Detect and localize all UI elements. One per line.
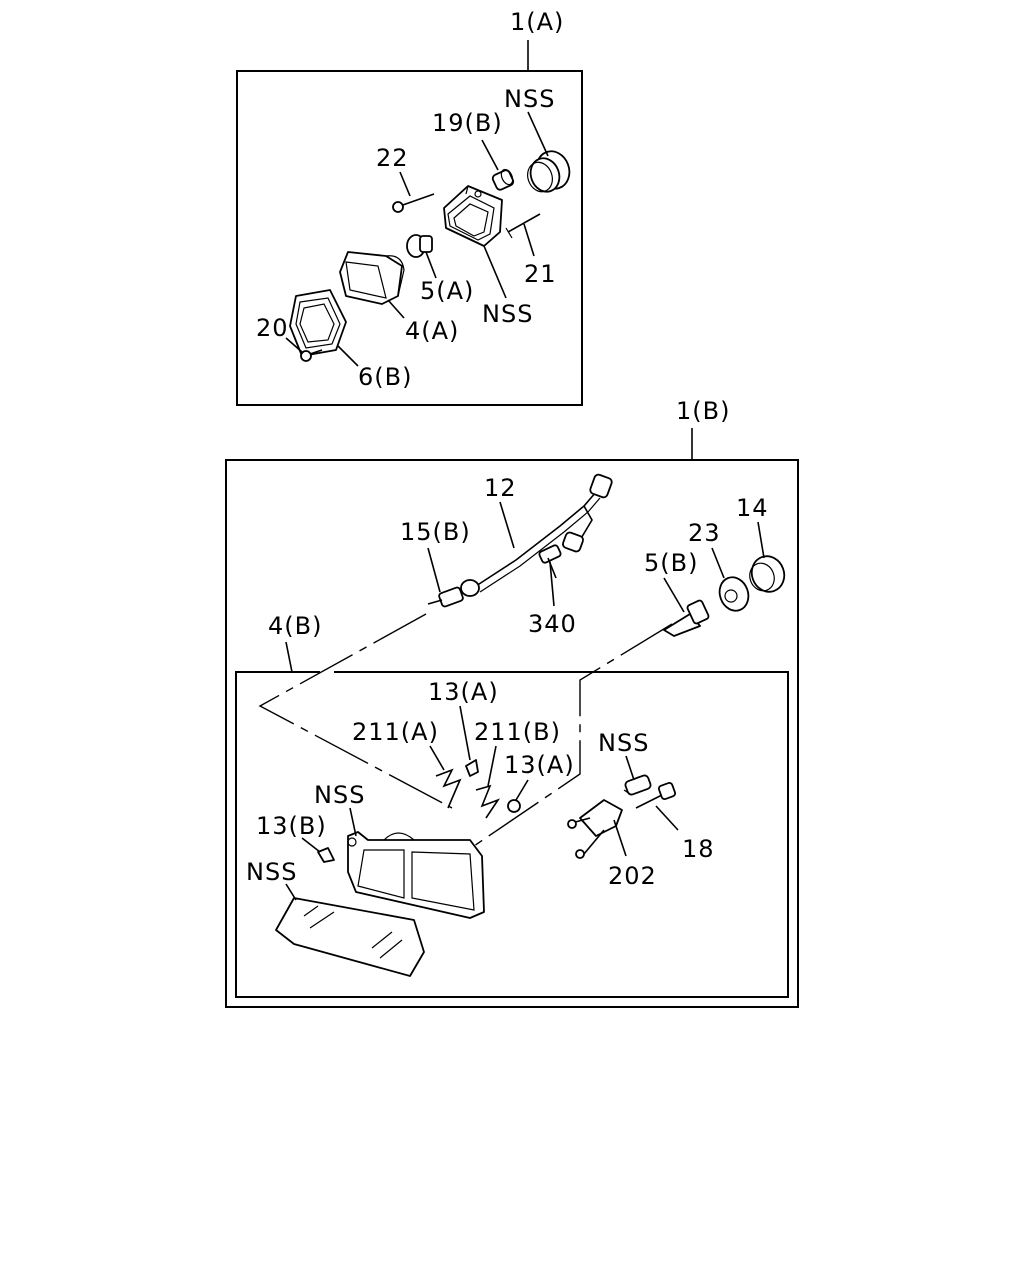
- bolt-18-part: [635, 781, 677, 809]
- leader-20: [285, 337, 303, 353]
- leader-211b: [487, 745, 497, 787]
- clip-13b-part: [317, 847, 335, 863]
- leader-nss-lens: [285, 883, 297, 901]
- assembly-1b-group: 1(B) 12 15(B) 340: [225, 397, 799, 1008]
- clip-13a-upper-part: [465, 759, 479, 777]
- seal-14-part: [749, 555, 786, 593]
- label-15b: 15(B): [400, 518, 471, 546]
- leader-nss-bolt: [625, 755, 635, 781]
- leader-22: [399, 171, 411, 197]
- label-nss-bolt: NSS: [598, 729, 649, 757]
- socket-15b-part: [427, 586, 464, 608]
- cover-23-part: [718, 576, 750, 612]
- bulb-socket-19b-part: [491, 168, 515, 191]
- label-1a: 1(A): [510, 8, 564, 36]
- label-211b: 211(B): [474, 718, 561, 746]
- label-22: 22: [376, 144, 409, 172]
- label-13b: 13(B): [256, 812, 327, 840]
- label-5a: 5(A): [420, 277, 474, 305]
- label-5b: 5(B): [644, 549, 698, 577]
- leader-13a-lower: [515, 779, 529, 801]
- assembly-1a-frame: [236, 70, 583, 406]
- leader-13a-upper: [459, 705, 471, 761]
- label-1b: 1(B): [676, 397, 730, 425]
- leader-18: [655, 805, 679, 831]
- bulb-5b-part: [663, 599, 710, 637]
- assembly-4b-frame: [235, 671, 789, 998]
- leader-nss-housing: [483, 245, 507, 299]
- label-340: 340: [528, 610, 577, 638]
- screw-22-part: [392, 193, 435, 213]
- lamp-housing-part: [443, 185, 503, 247]
- clip-340-part: [538, 544, 562, 579]
- label-13a-lower: 13(A): [504, 751, 575, 779]
- screw-21-part: [505, 213, 541, 239]
- bracket-202-part: [567, 799, 623, 859]
- label-19b: 19(B): [432, 109, 503, 137]
- label-nss-cover: NSS: [504, 85, 555, 113]
- label-6b: 6(B): [358, 363, 412, 391]
- leader-4a: [387, 299, 405, 319]
- label-18: 18: [682, 835, 715, 863]
- clip-13a-lower-part: [507, 799, 521, 813]
- label-14: 14: [736, 494, 769, 522]
- label-nss-housing: NSS: [482, 300, 533, 328]
- label-211a: 211(A): [352, 718, 439, 746]
- label-4b: 4(B): [268, 612, 322, 640]
- leader-14: [757, 521, 765, 559]
- leader-19b: [481, 139, 499, 171]
- socket-cover-part: [527, 150, 571, 193]
- leader-4b: [285, 641, 293, 673]
- label-20: 20: [256, 314, 289, 342]
- label-12: 12: [484, 474, 517, 502]
- dashed-leader-right: [473, 623, 673, 847]
- leader-23: [711, 547, 725, 579]
- lens-part: [275, 897, 425, 977]
- leader-13b: [301, 837, 321, 853]
- label-nss-lens: NSS: [246, 858, 297, 886]
- lamp-body-part: [347, 831, 485, 919]
- leader-5b: [663, 577, 685, 613]
- leader-211a: [429, 745, 445, 771]
- lamp-4a-part: [339, 251, 405, 305]
- dashed-leader-left: [258, 613, 453, 809]
- leader-340: [549, 561, 555, 607]
- label-202: 202: [608, 862, 657, 890]
- label-21: 21: [524, 260, 557, 288]
- spring-211a-part: [435, 768, 462, 809]
- label-23: 23: [688, 519, 721, 547]
- leader-6b: [337, 345, 359, 367]
- leader-12: [499, 501, 515, 549]
- assembly-1b-frame: [225, 459, 799, 1008]
- bulb-5a-part: [406, 234, 433, 258]
- assembly-1a-group: 1(A) NSS 19(B) NSS: [236, 8, 583, 406]
- harness-12-part: [460, 473, 613, 597]
- leader-202: [613, 819, 627, 857]
- label-nss-body: NSS: [314, 781, 365, 809]
- screw-20-part: [300, 349, 323, 362]
- leader-nss-body: [349, 807, 357, 837]
- spring-211b-part: [475, 784, 501, 819]
- rim-6b-part: [289, 289, 347, 357]
- leader-5a: [425, 251, 437, 279]
- label-13a-upper: 13(A): [428, 678, 499, 706]
- leader-21: [523, 223, 535, 257]
- leader-15b: [427, 547, 441, 593]
- label-4a: 4(A): [405, 317, 459, 345]
- nss-bolt-part: [623, 774, 652, 796]
- leader-nss-cover: [527, 111, 549, 157]
